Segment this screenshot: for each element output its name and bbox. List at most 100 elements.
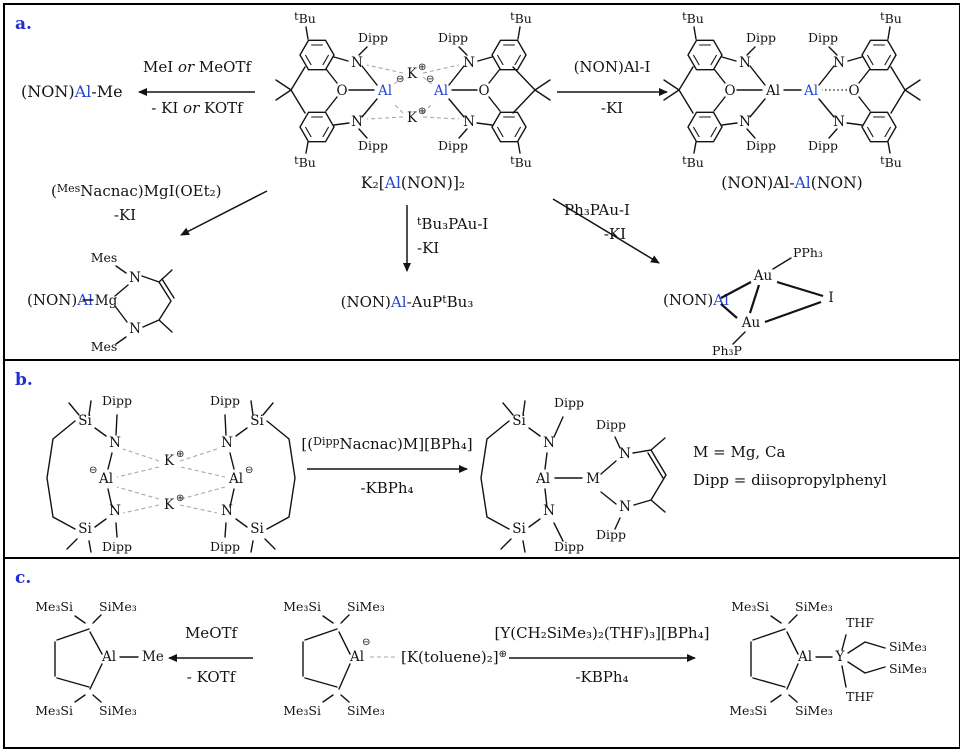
- sime3-label: SiMe₃: [795, 703, 833, 718]
- atom-label-k: K: [407, 110, 418, 126]
- atom-label-n: N: [543, 435, 555, 451]
- reagent-mei: MeI or MeOTf: [143, 58, 252, 76]
- al-m-product-structure: Si Si N N Al M N N Dipp Dipp Dipp Dipp: [480, 395, 667, 554]
- sime3-label: SiMe₃: [889, 661, 927, 676]
- mes-label: Mes: [91, 339, 118, 354]
- atom-label-n: N: [129, 321, 141, 337]
- product-nonal-me: (NON)Al-Me: [21, 82, 123, 101]
- product-nonal-auptbu3: (NON)Al-AuPtBu₃: [341, 293, 474, 311]
- atom-label-al: Al: [228, 471, 243, 487]
- atom-label-al: Al: [797, 649, 812, 665]
- panel-b-label: b.: [15, 370, 33, 390]
- atom-label-si: Si: [78, 521, 92, 537]
- thf-label: THF: [846, 615, 874, 630]
- bond-lines: [750, 614, 886, 703]
- panel-a-figure: a. (NON)Al-Me MeI or MeOTf - KI or KOTf …: [15, 10, 921, 358]
- atom-label-n: N: [351, 55, 363, 71]
- dipp-label: Dipp: [596, 527, 626, 542]
- atom-label-n: N: [833, 114, 845, 130]
- byproduct-kbph4: -KBPh₄: [360, 479, 413, 497]
- sime3-label: SiMe₃: [347, 703, 385, 718]
- atom-label-n: N: [221, 435, 233, 451]
- dipp-label: Dipp: [358, 138, 388, 153]
- byproduct-ki: -KI: [601, 99, 623, 117]
- mg-product-structure: (NON)Al Mg N N Mes Mes: [27, 250, 175, 354]
- bond-lines: [732, 257, 792, 345]
- central-caption: K₂[Al(NON)]₂: [361, 174, 465, 192]
- reagent-nonal-i: (NON)Al-I: [574, 58, 651, 76]
- reagent-meotf: MeOTf: [185, 624, 239, 642]
- atom-label-al: Al: [98, 471, 113, 487]
- benzene-ring: [861, 39, 897, 71]
- charge-minus: ⊖: [396, 74, 404, 85]
- me3si-label: Me₃Si: [35, 599, 73, 614]
- atom-label-i: I: [828, 290, 833, 306]
- panel-c: c. Al Me Me₃Si SiMe₃ Me₃Si SiMe₃ MeOTf -…: [5, 559, 959, 743]
- au2-product-structure: (NON)Al Au Au I PPh₃ Ph₃P: [663, 245, 834, 358]
- benzene-ring: [687, 39, 723, 71]
- atom-label-n: N: [109, 435, 121, 451]
- atom-label-al: Al: [803, 83, 818, 99]
- panel-b-figure: b. Si Si Si Si N N N N Al Al ⊖ ⊖ K ⊕ K: [15, 370, 887, 554]
- alme-product-structure: Al Me Me₃Si SiMe₃ Me₃Si SiMe₃: [35, 599, 164, 718]
- byproduct-ki-kotf: - KI or KOTf: [151, 99, 244, 117]
- byproduct-ki: -KI: [417, 239, 439, 257]
- nonal-fragment: (NON)Al: [663, 291, 729, 309]
- al-y-product-structure: Al Y Me₃Si SiMe₃ Me₃Si SiMe₃ THF THF SiM…: [729, 599, 927, 718]
- atom-label-mg: Mg: [95, 293, 118, 309]
- charge-minus: ⊖: [89, 465, 97, 476]
- reagent-tbu3pau-i: tBu₃PAu-I: [417, 215, 488, 233]
- atom-label-au: Au: [753, 268, 773, 284]
- atom-label-k: K: [164, 453, 175, 469]
- byproduct-ki: -KI: [114, 206, 136, 224]
- panel-a-label: a.: [15, 14, 32, 34]
- dipp-label: Dipp: [358, 30, 388, 45]
- charge-plus: ⊕: [418, 106, 426, 117]
- note-dipp-definition: Dipp = diisopropylphenyl: [693, 471, 887, 489]
- panel-c-label: c.: [15, 568, 31, 588]
- atom-label-al: Al: [349, 649, 364, 665]
- sime3-label: SiMe₃: [795, 599, 833, 614]
- dipp-label: Dipp: [210, 393, 240, 408]
- tbu-label: tBu: [294, 10, 316, 26]
- reagent-ph3pau-i: Ph₃PAu-I: [564, 201, 630, 219]
- atom-label-si: Si: [250, 413, 264, 429]
- tbu-label: tBu: [880, 154, 902, 170]
- panel-b: b. Si Si Si Si N N N N Al Al ⊖ ⊖ K ⊕ K: [5, 361, 959, 559]
- reagent-mesnacnac: (MesNacnac)MgI(OEt₂): [51, 182, 222, 200]
- benzene-ring: [299, 39, 335, 71]
- atom-label-m: M: [586, 471, 600, 487]
- dipp-label: Dipp: [438, 138, 468, 153]
- byproduct-ki: -KI: [604, 225, 626, 243]
- atom-label-al: Al: [433, 83, 448, 99]
- charge-plus: ⊕: [176, 449, 184, 460]
- alal-caption: (NON)Al-Al(NON): [721, 174, 862, 192]
- alal-product-structure: O O N N N N Al Al Dipp Dipp Dipp Dipp tB…: [663, 10, 921, 192]
- atom-label-n: N: [351, 114, 363, 130]
- arrow-mg: [180, 190, 268, 236]
- atom-label-al: Al: [535, 471, 550, 487]
- me-label: Me: [142, 649, 164, 665]
- atom-label-n: N: [739, 55, 751, 71]
- atom-label-n: N: [833, 55, 845, 71]
- bond-lines: [480, 400, 667, 553]
- atom-label-n: N: [543, 503, 555, 519]
- sime3-label: SiMe₃: [347, 599, 385, 614]
- sime3-label: SiMe₃: [99, 599, 137, 614]
- thf-label: THF: [846, 689, 874, 704]
- bond-lines: [720, 280, 824, 324]
- atom-label-n: N: [739, 114, 751, 130]
- bond-lines: [302, 614, 351, 703]
- atom-label-si: Si: [512, 413, 526, 429]
- dipp-label: Dipp: [746, 30, 776, 45]
- panel-a: a. (NON)Al-Me MeI or MeOTf - KI or KOTf …: [5, 5, 959, 361]
- atom-label-si: Si: [78, 413, 92, 429]
- atom-label-n: N: [619, 499, 631, 515]
- tbu-label: tBu: [880, 10, 902, 26]
- dipp-label: Dipp: [438, 30, 468, 45]
- bond-lines: [82, 265, 175, 345]
- arrow-au2: [552, 198, 660, 264]
- atom-label-n: N: [221, 503, 233, 519]
- tbu-label: tBu: [510, 154, 532, 170]
- k-toluene-cation: [K(toluene)₂]⊕: [401, 648, 507, 666]
